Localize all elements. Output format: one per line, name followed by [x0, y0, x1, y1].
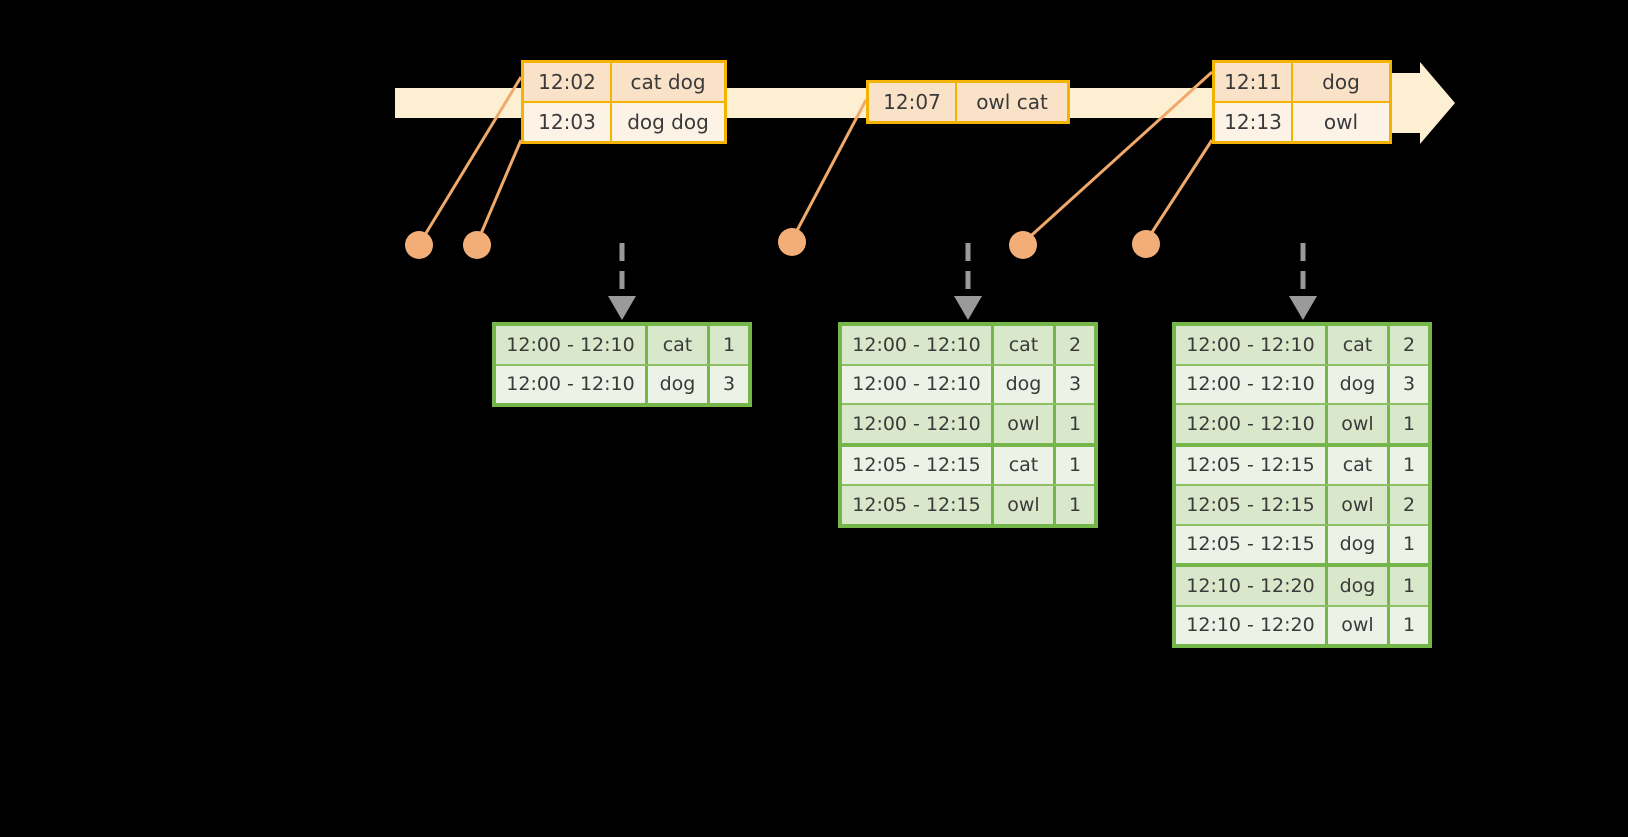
table-row[interactable]: 12:00 - 12:10 dog 3 — [1176, 365, 1428, 405]
result-table-3[interactable]: 12:00 - 12:10 cat 2 12:00 - 12:10 dog 3 … — [1172, 322, 1432, 648]
cell-window: 12:05 - 12:15 — [1176, 486, 1328, 524]
event-dots — [405, 228, 1160, 259]
cell-word: cat — [994, 446, 1056, 484]
cell-word: cat — [994, 326, 1056, 364]
cell-word: owl — [1328, 486, 1390, 524]
cell-count: 3 — [722, 373, 736, 396]
event-words: dog dog — [627, 110, 709, 134]
table-row[interactable]: 12:00 - 12:10 owl 1 — [1176, 405, 1428, 447]
event-row[interactable]: 12:02 cat dog — [524, 63, 724, 101]
result-table-1[interactable]: 12:00 - 12:10 cat 1 12:00 - 12:10 dog 3 — [492, 322, 752, 407]
table-row[interactable]: 12:00 - 12:10 cat 2 — [1176, 326, 1428, 366]
event-row[interactable]: 12:07 owl cat — [869, 83, 1067, 121]
cell-word: owl — [1328, 405, 1390, 443]
event-box-2[interactable]: 12:07 owl cat — [866, 80, 1070, 124]
cell-window: 12:00 - 12:10 — [1176, 365, 1328, 403]
cell-count: 2 — [1402, 333, 1416, 356]
cell-window: 12:05 - 12:15 — [1176, 446, 1328, 484]
event-dot — [463, 231, 491, 259]
cell-word: dog — [1328, 567, 1390, 605]
cell-count: 3 — [1068, 373, 1082, 396]
cell-window: 12:00 - 12:10 — [842, 326, 994, 364]
event-box-3[interactable]: 12:11 dog 12:13 owl — [1212, 60, 1392, 144]
cell-window: 12:05 - 12:15 — [842, 446, 994, 484]
event-dot — [778, 228, 806, 256]
event-row[interactable]: 12:03 dog dog — [524, 101, 724, 141]
event-words: owl cat — [976, 90, 1048, 114]
cell-window: 12:00 - 12:10 — [842, 405, 994, 443]
cell-window: 12:10 - 12:20 — [1176, 567, 1328, 605]
event-time: 12:13 — [1215, 103, 1293, 141]
event-connector-lines — [418, 70, 1214, 245]
event-time: 12:11 — [1215, 63, 1293, 101]
result-table-2[interactable]: 12:00 - 12:10 cat 2 12:00 - 12:10 dog 3 … — [838, 322, 1098, 528]
event-row[interactable]: 12:11 dog — [1215, 63, 1389, 101]
cell-word: dog — [648, 365, 710, 403]
cell-window: 12:00 - 12:10 — [496, 365, 648, 403]
table-row[interactable]: 12:10 - 12:20 dog 1 — [1176, 567, 1428, 607]
event-dot — [1009, 231, 1037, 259]
table-row[interactable]: 12:05 - 12:15 cat 1 — [1176, 446, 1428, 486]
cell-word: dog — [1328, 365, 1390, 403]
cell-count: 1 — [1402, 533, 1416, 556]
cell-count: 1 — [1068, 412, 1082, 435]
event-dot — [1132, 230, 1160, 258]
cell-word: owl — [994, 486, 1056, 524]
cell-count: 1 — [1402, 614, 1416, 637]
table-row[interactable]: 12:05 - 12:15 owl 2 — [1176, 486, 1428, 526]
table-row[interactable]: 12:00 - 12:10 dog 3 — [842, 365, 1094, 405]
table-row[interactable]: 12:10 - 12:20 owl 1 — [1176, 606, 1428, 644]
cell-window: 12:05 - 12:15 — [1176, 525, 1328, 563]
cell-word: cat — [1328, 446, 1390, 484]
cell-window: 12:10 - 12:20 — [1176, 606, 1328, 644]
cell-count: 2 — [1068, 333, 1082, 356]
cell-count: 1 — [1402, 574, 1416, 597]
table-row[interactable]: 12:00 - 12:10 cat 2 — [842, 326, 1094, 366]
cell-word: cat — [648, 326, 710, 364]
dashed-arrows — [619, 243, 1306, 300]
cell-count: 3 — [1402, 373, 1416, 396]
cell-count: 1 — [1068, 493, 1082, 516]
table-row[interactable]: 12:00 - 12:10 dog 3 — [496, 365, 748, 403]
cell-window: 12:00 - 12:10 — [1176, 326, 1328, 364]
cell-count: 1 — [1068, 454, 1082, 477]
cell-count: 1 — [722, 333, 736, 356]
cell-word: dog — [1328, 525, 1390, 563]
table-row[interactable]: 12:05 - 12:15 dog 1 — [1176, 525, 1428, 567]
cell-word: cat — [1328, 326, 1390, 364]
event-time: 12:02 — [524, 63, 612, 101]
table-row[interactable]: 12:05 - 12:15 cat 1 — [842, 446, 1094, 486]
cell-count: 1 — [1402, 454, 1416, 477]
event-dot — [405, 231, 433, 259]
event-words: owl — [1323, 110, 1359, 134]
event-box-1[interactable]: 12:02 cat dog 12:03 dog dog — [521, 60, 727, 144]
cell-word: owl — [994, 405, 1056, 443]
dashed-arrow-heads — [608, 296, 1317, 320]
event-words: cat dog — [630, 70, 706, 94]
cell-window: 12:00 - 12:10 — [842, 365, 994, 403]
cell-word: owl — [1328, 606, 1390, 644]
cell-count: 2 — [1402, 493, 1416, 516]
event-row[interactable]: 12:13 owl — [1215, 101, 1389, 141]
table-row[interactable]: 12:00 - 12:10 owl 1 — [842, 405, 1094, 447]
cell-window: 12:00 - 12:10 — [1176, 405, 1328, 443]
table-row[interactable]: 12:00 - 12:10 cat 1 — [496, 326, 748, 366]
event-time: 12:07 — [869, 83, 957, 121]
event-words: dog — [1322, 70, 1360, 94]
cell-count: 1 — [1402, 412, 1416, 435]
cell-window: 12:00 - 12:10 — [496, 326, 648, 364]
event-time: 12:03 — [524, 103, 612, 141]
cell-window: 12:05 - 12:15 — [842, 486, 994, 524]
cell-word: dog — [994, 365, 1056, 403]
table-row[interactable]: 12:05 - 12:15 owl 1 — [842, 486, 1094, 524]
